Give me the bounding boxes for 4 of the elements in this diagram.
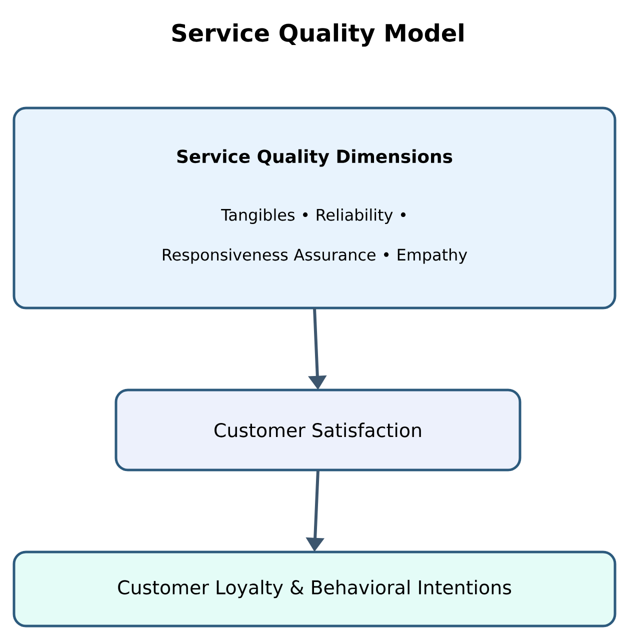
box: Service Quality Dimensions Tangibles • Reliability • Responsiveness Assurance • Empathy [12, 106, 616, 310]
box: Customer Loyalty & Behavioral Intentions [12, 550, 616, 628]
box: Customer Satisfaction [114, 388, 522, 472]
title: Service Quality Model [172, 23, 464, 47]
